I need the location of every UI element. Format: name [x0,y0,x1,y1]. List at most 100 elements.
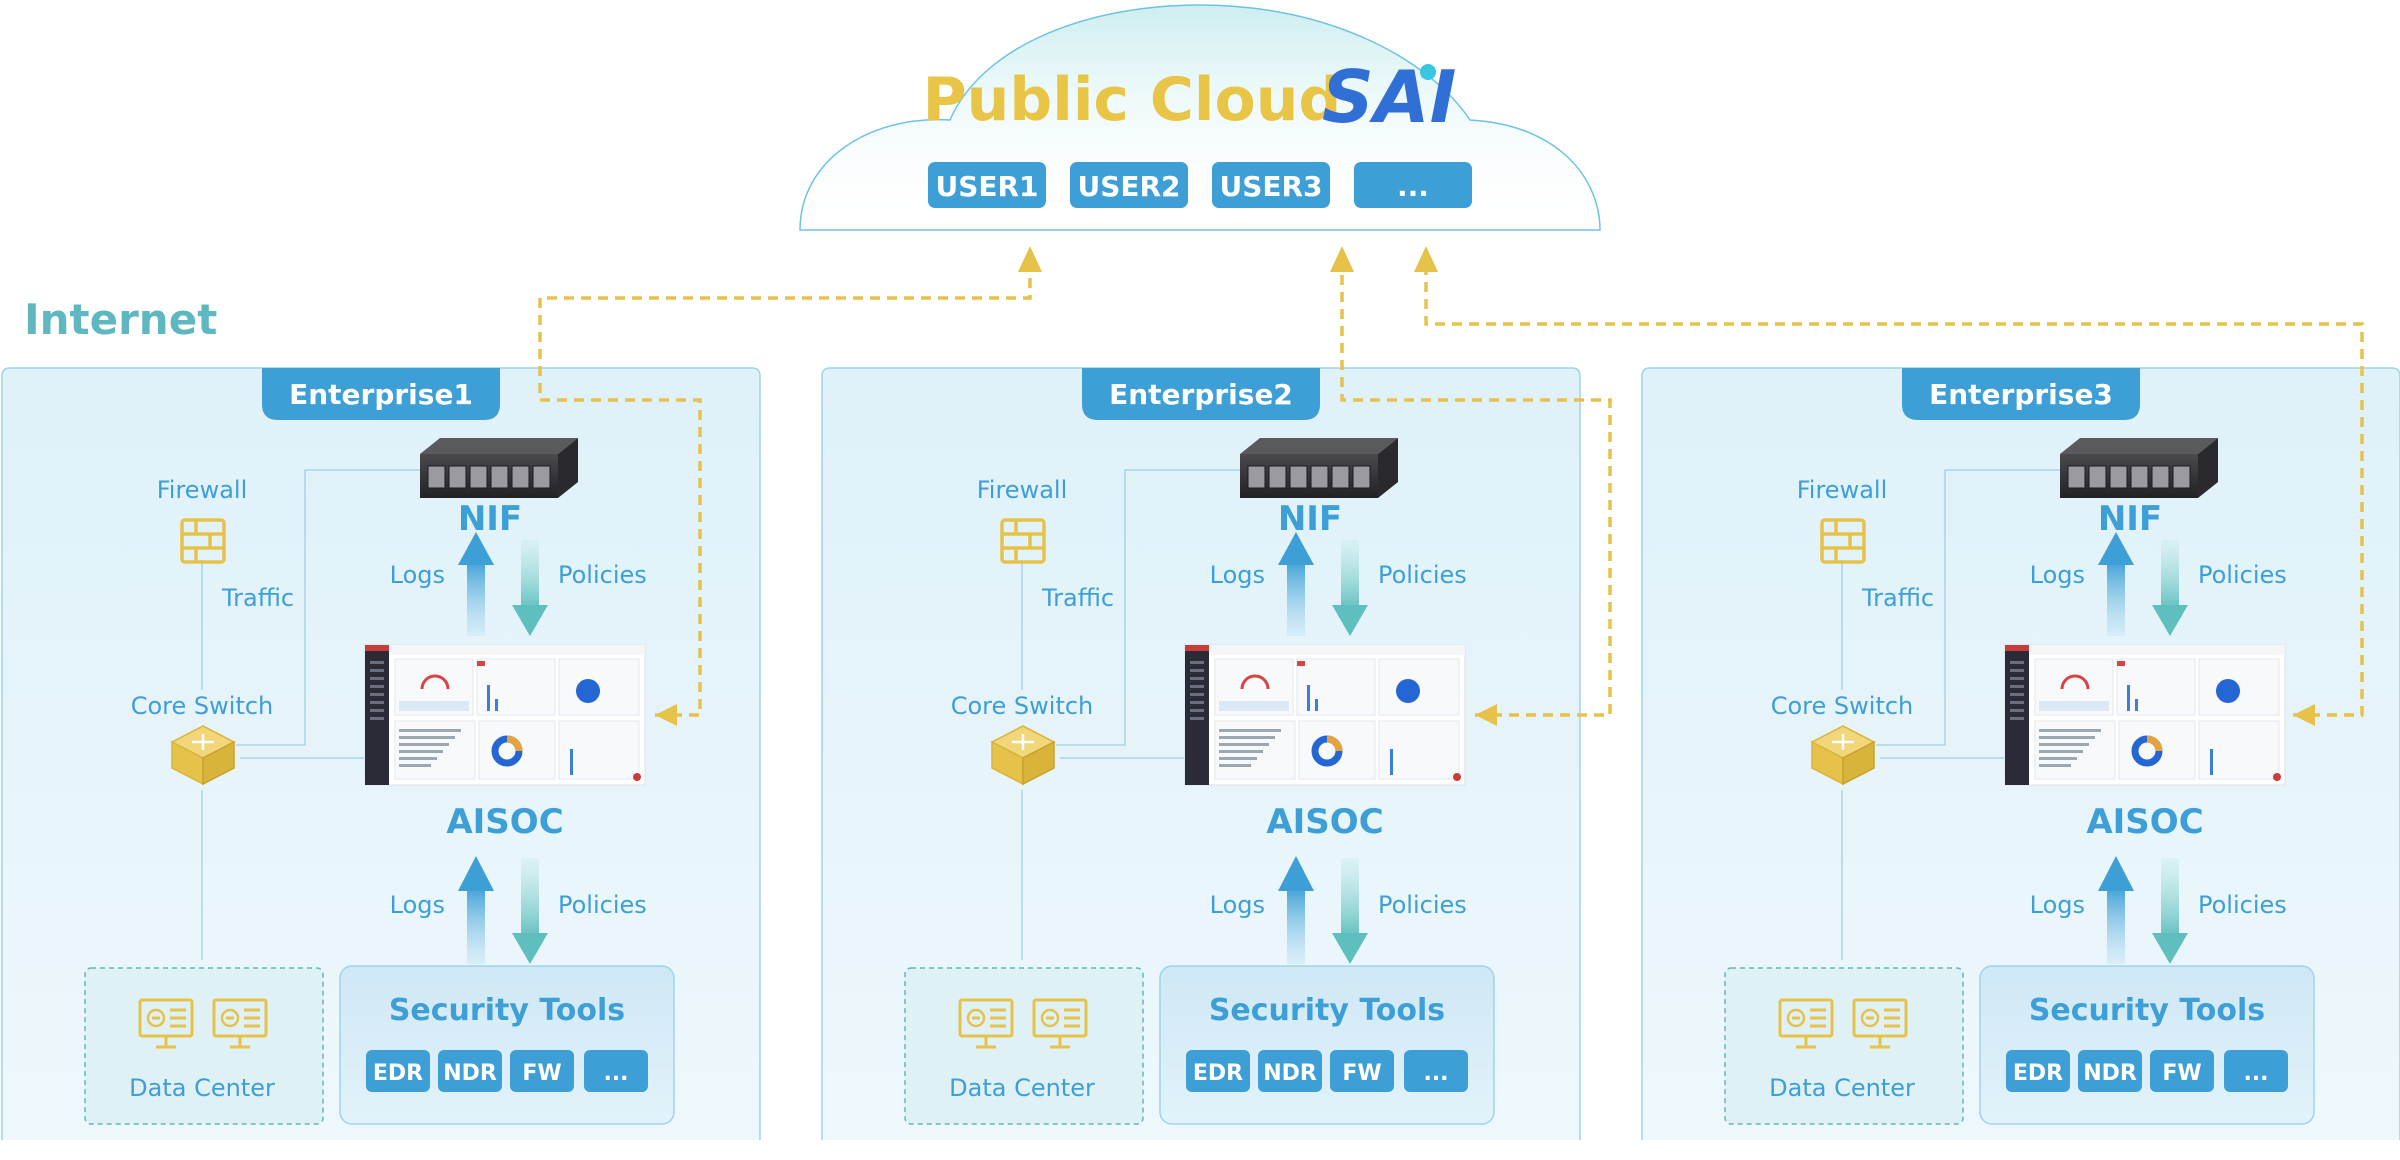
enterprise-title: Enterprise2 [1109,378,1293,411]
logs-label-upper: Logs [2030,561,2085,589]
security-tool-label: ... [2243,1061,2268,1086]
security-tools-title: Security Tools [2029,993,2265,1028]
security-tool-label: ... [1423,1061,1448,1086]
security-tool-ndr-button[interactable]: NDR [1258,1050,1322,1092]
nif-device-icon [2060,438,2218,498]
security-tool-edr-button[interactable]: EDR [1186,1050,1250,1092]
sai-logo-dot [1420,64,1436,80]
cloud-connector-2 [1330,246,1612,726]
security-tool-ndr-button[interactable]: NDR [438,1050,502,1092]
user-button-3[interactable]: USER3 [1212,162,1330,208]
security-tool--button[interactable]: ... [2224,1050,2288,1092]
security-tool-label: EDR [2013,1061,2063,1086]
policies-down-arrow-lower [2152,858,2188,964]
cloud-title: Public Cloud [923,65,1342,135]
enterprise-tab [262,368,500,420]
security-tools-title: Security Tools [1209,993,1445,1028]
security-tool-label: EDR [1193,1061,1243,1086]
traffic-label: Traffic [1861,584,1934,612]
policies-down-arrow-upper [2152,540,2188,636]
security-tool-label: NDR [443,1061,497,1086]
security-tool-edr-button[interactable]: EDR [366,1050,430,1092]
logs-up-arrow-lower [1278,856,1314,964]
logs-label-lower: Logs [1210,891,1265,919]
monitor-icon [1778,998,1834,1049]
logs-up-arrow-upper [2098,532,2134,636]
security-tool-fw-button[interactable]: FW [1330,1050,1394,1092]
aisoc-dashboard-image [2004,644,2286,786]
policies-label-upper: Policies [1378,561,1467,589]
data-center-label: Data Center [1769,1074,1915,1102]
firewall-icon [1820,518,1866,564]
nif-device-icon [420,438,578,498]
security-tool-label: FW [1342,1061,1381,1086]
core-switch-icon [1810,725,1876,786]
policies-label-upper: Policies [558,561,647,589]
security-tools-box [1979,965,2315,1125]
cloud-connector-1 [538,246,1042,726]
logs-label-upper: Logs [1210,561,1265,589]
firewall-icon [180,518,226,564]
security-tool-label: FW [522,1061,561,1086]
user-button-label: USER3 [1219,170,1322,203]
traffic-label: Traffic [1041,584,1114,612]
user-button-label: USER1 [935,170,1038,203]
monitor-icon [212,998,268,1049]
policies-label-lower: Policies [2198,891,2287,919]
nif-label: NIF [2098,499,2162,539]
firewall-label: Firewall [1797,476,1888,504]
user-button-label: ... [1397,170,1429,203]
cloud-connector-3 [1414,246,2364,726]
data-center-box [904,967,1144,1125]
security-tool-label: FW [2162,1061,2201,1086]
internet-label: Internet [24,295,217,344]
traffic-label: Traffic [221,584,294,612]
monitor-icon [958,998,1014,1049]
security-tool-edr-button[interactable]: EDR [2006,1050,2070,1092]
core-switch-label: Core Switch [951,692,1094,720]
data-center-label: Data Center [949,1074,1095,1102]
policies-label-lower: Policies [558,891,647,919]
security-tools-box [1159,965,1495,1125]
user-button-4[interactable]: ... [1354,162,1472,208]
logs-up-arrow-upper [1278,532,1314,636]
nif-label: NIF [1278,499,1342,539]
logs-up-arrow-lower [458,856,494,964]
security-tool--button[interactable]: ... [1404,1050,1468,1092]
firewall-icon [1000,518,1046,564]
logs-label-lower: Logs [2030,891,2085,919]
security-tool-ndr-button[interactable]: NDR [2078,1050,2142,1092]
core-switch-icon [170,725,236,786]
sai-logo: SAI [1322,55,1456,139]
aisoc-dashboard-image [364,644,646,786]
security-tool-fw-button[interactable]: FW [510,1050,574,1092]
firewall-label: Firewall [977,476,1068,504]
nif-label: NIF [458,499,522,539]
firewall-label: Firewall [157,476,248,504]
user-button-1[interactable]: USER1 [928,162,1046,208]
aisoc-label: AISOC [1266,802,1383,842]
enterprise-title: Enterprise1 [289,378,473,411]
core-switch-icon [990,725,1056,786]
security-tool-label: NDR [1263,1061,1317,1086]
monitor-icon [1032,998,1088,1049]
user-button-2[interactable]: USER2 [1070,162,1188,208]
policies-label-upper: Policies [2198,561,2287,589]
monitor-icon [1852,998,1908,1049]
aisoc-label: AISOC [446,802,563,842]
logs-up-arrow-lower [2098,856,2134,964]
security-tool-fw-button[interactable]: FW [2150,1050,2214,1092]
policies-label-lower: Policies [1378,891,1467,919]
data-center-label: Data Center [129,1074,275,1102]
security-tool--button[interactable]: ... [584,1050,648,1092]
policies-down-arrow-upper [512,540,548,636]
core-switch-label: Core Switch [131,692,274,720]
nif-device-icon [1240,438,1398,498]
security-tools-box [339,965,675,1125]
security-tool-label: EDR [373,1061,423,1086]
monitor-icon [138,998,194,1049]
